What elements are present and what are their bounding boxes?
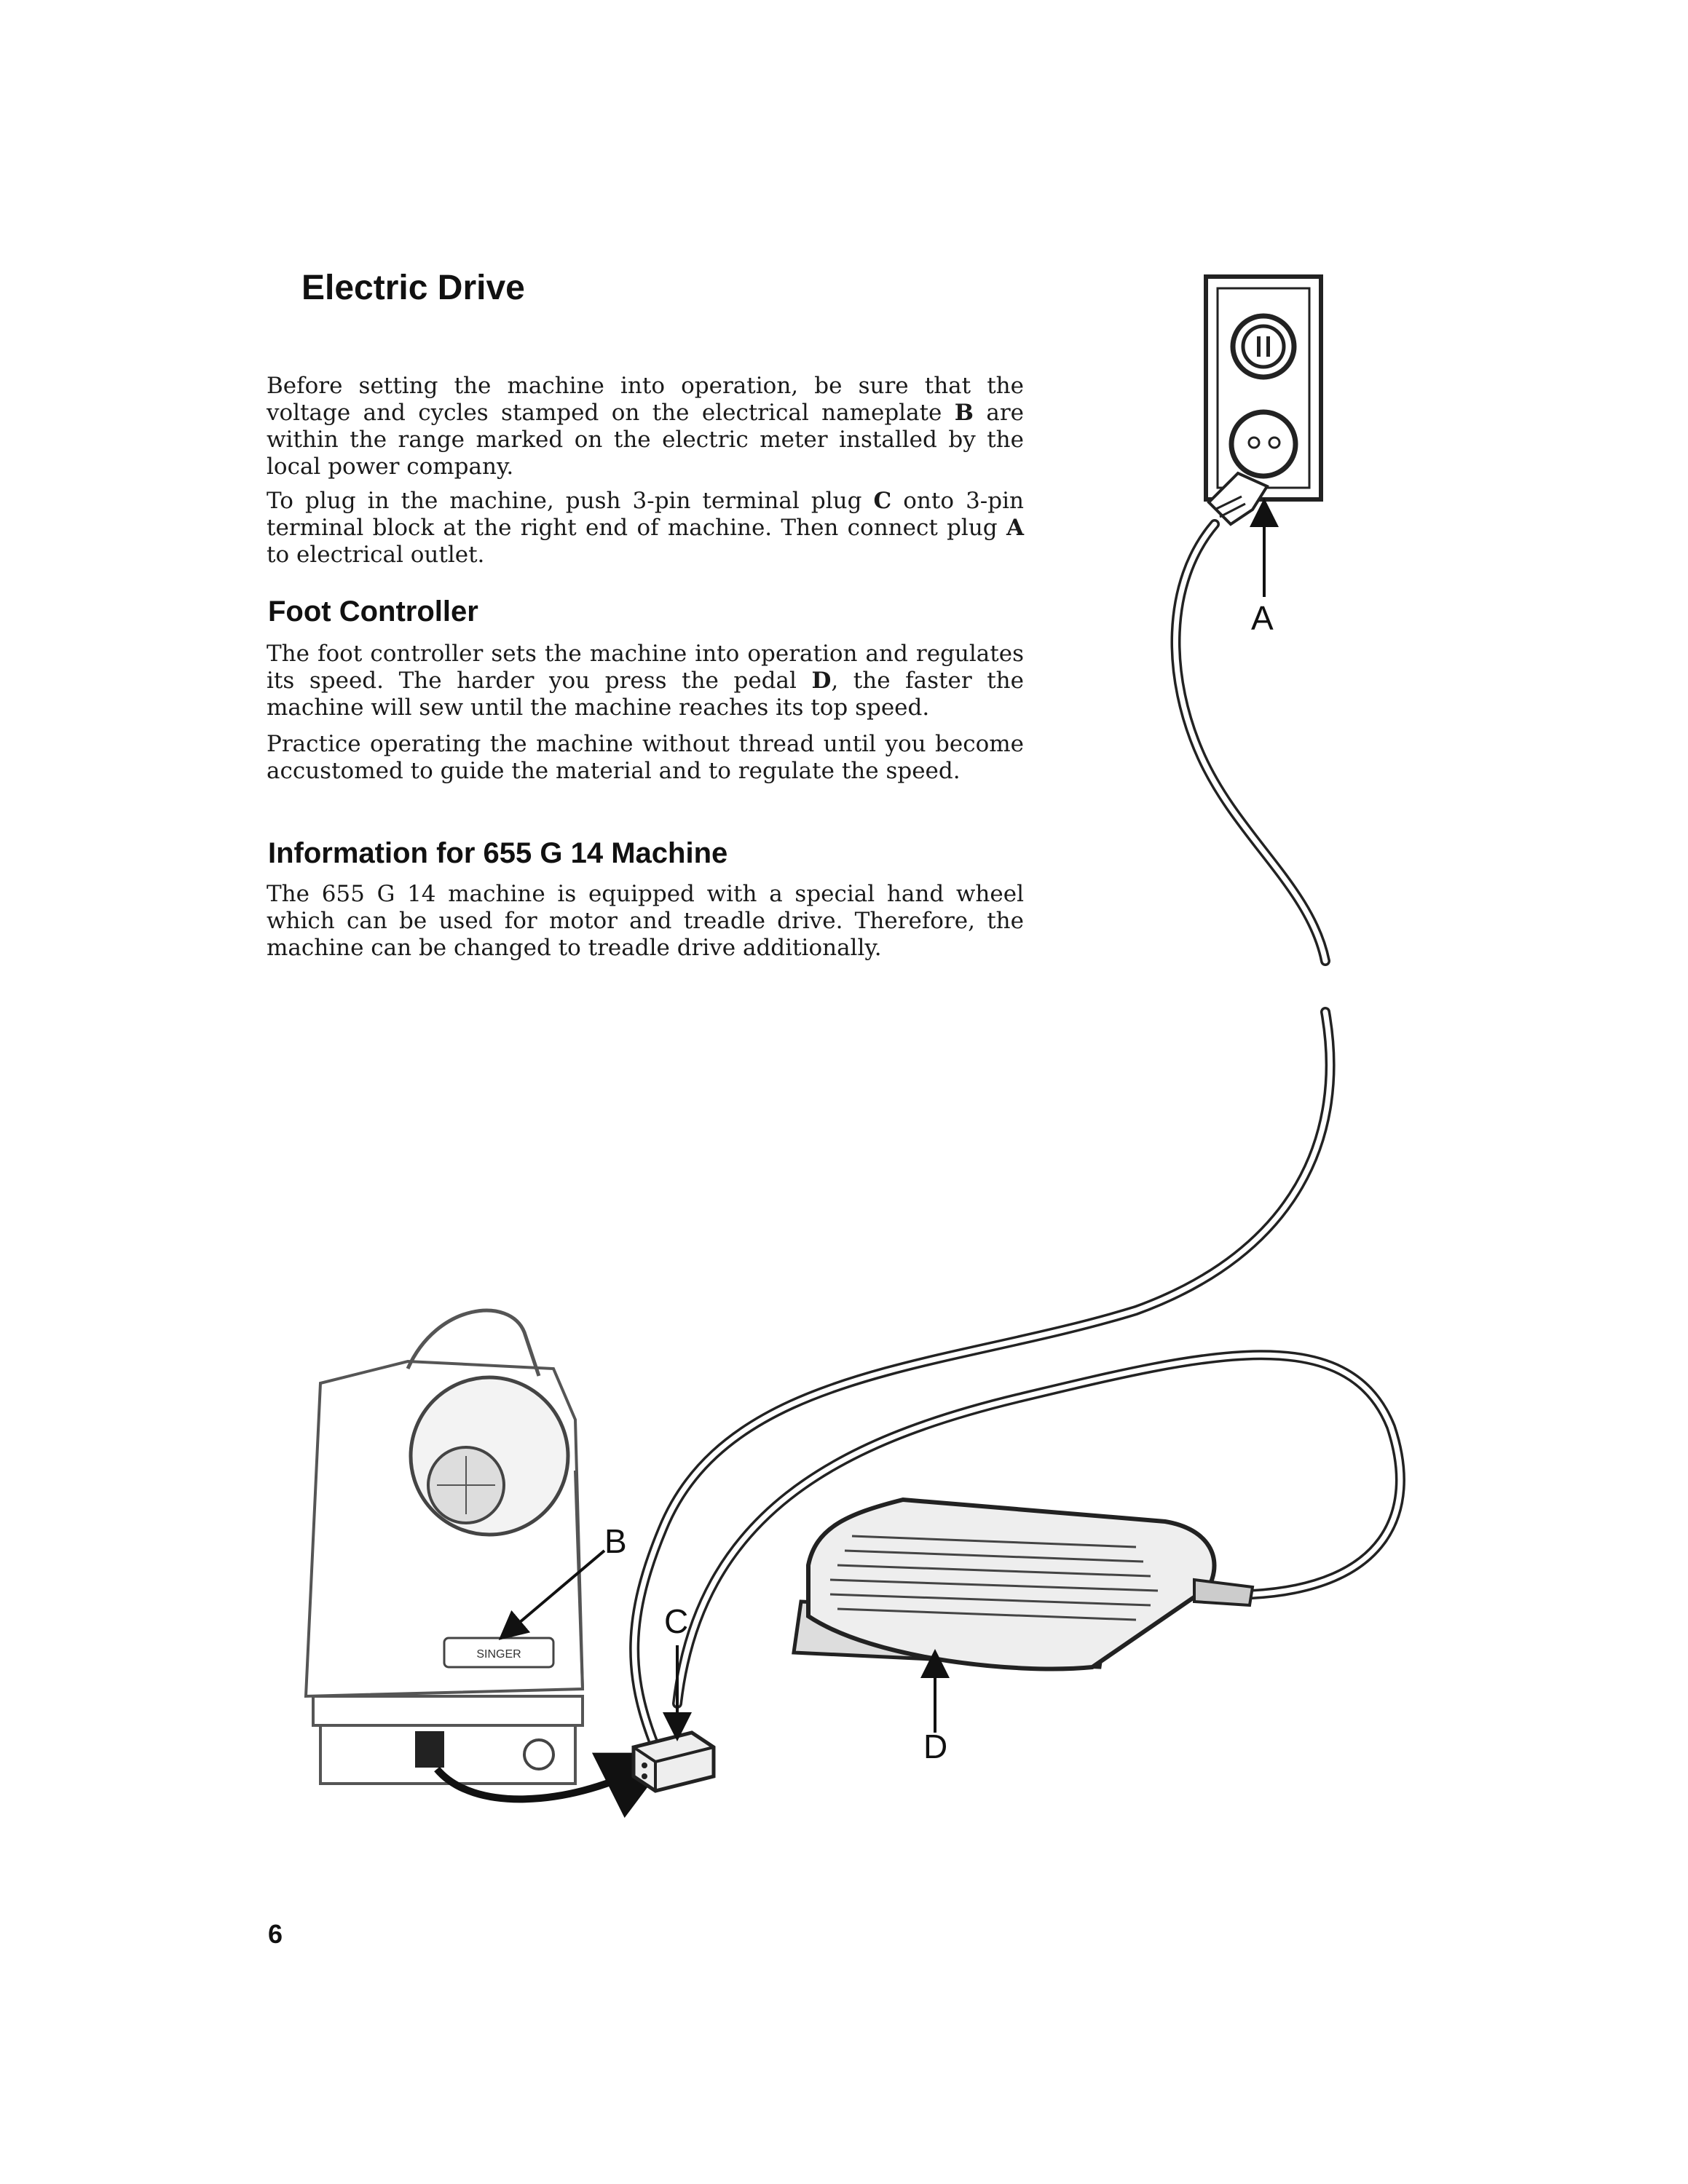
terminal-plug [631, 1730, 716, 1793]
callout-label-a: A [1251, 599, 1274, 637]
heading-electric-drive: Electric Drive [301, 269, 525, 307]
sewing-machine: SINGER [304, 1308, 674, 1819]
page-number: 6 [268, 1919, 283, 1949]
connection-arc [434, 1752, 674, 1819]
electric-drive-paragraph-2: To plug in the machine, push 3-pin termi… [267, 488, 1024, 568]
heading-655-g-14: Information for 655 G 14 Machine [268, 837, 728, 869]
callout-label-c: C [664, 1602, 689, 1640]
heading-foot-controller: Foot Controller [268, 596, 478, 628]
electric-drive-paragraph-1: Before setting the machine into operatio… [267, 373, 1024, 480]
foot-pedal [792, 1497, 1255, 1671]
callout-arrow-b [498, 1549, 606, 1640]
callout-label-d: D [923, 1728, 948, 1765]
info-655-paragraph: The 655 G 14 machine is equipped with a … [267, 881, 1024, 961]
foot-controller-paragraph-2: Practice operating the machine without t… [267, 731, 1024, 784]
nameplate-label: SINGER [476, 1648, 521, 1661]
foot-controller-paragraph-1: The foot controller sets the machine int… [267, 641, 1024, 721]
power-cord [1170, 519, 1330, 966]
wall-outlet [1204, 274, 1323, 502]
callout-label-b: B [604, 1522, 627, 1560]
